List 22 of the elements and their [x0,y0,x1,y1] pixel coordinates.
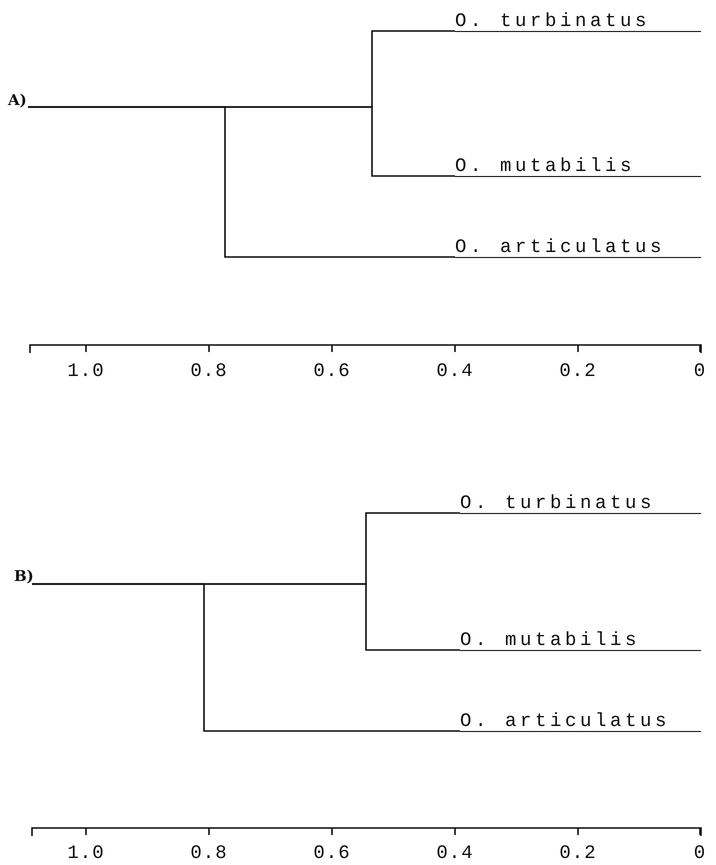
tick-label: 0 [694,360,706,382]
tick-label: 0.8 [190,842,228,864]
species-label: O. turbinatus [455,11,701,32]
species-label: O. articulatus [460,711,701,732]
tree-branch [32,583,460,732]
species-label: O. mutabilis [455,156,701,177]
tick-label: 0.6 [313,842,351,864]
species-label: O. mutabilis [460,630,701,651]
tick-label: 0.2 [559,360,597,382]
tick-label: 1.0 [67,360,105,382]
tick-label: 0.4 [436,842,474,864]
panel-label: A) [8,92,28,108]
tree-branch [28,106,455,258]
species-label: O. articulatus [455,237,701,258]
tick-label: 0 [694,842,706,864]
tick-label: 0.2 [559,842,597,864]
species-label: O. turbinatus [460,493,701,514]
panel-label: B) [14,568,32,584]
tick-label: 0.6 [313,360,351,382]
tick-label: 0.8 [190,360,228,382]
tick-label: 0.4 [436,360,474,382]
tick-label: 1.0 [67,842,105,864]
